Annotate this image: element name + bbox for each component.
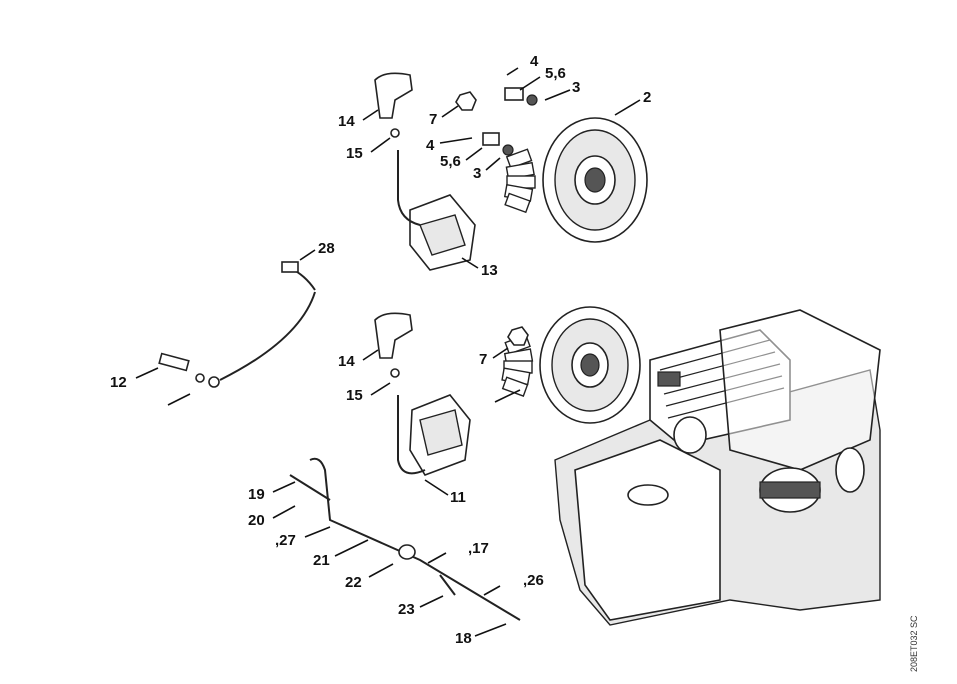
callout-5-6-upper: 5,6	[545, 65, 566, 82]
callout-20: 20	[248, 512, 265, 529]
callout-27: ,27	[275, 532, 296, 549]
flywheel-lower	[501, 306, 641, 424]
callout-23: 23	[398, 601, 415, 618]
flywheel-upper	[503, 117, 648, 243]
callout-2: 2	[643, 89, 651, 106]
callout-15-upper: 15	[346, 145, 363, 162]
callout-14-lower: 14	[338, 353, 355, 370]
callout-4-lower: 4	[426, 137, 435, 154]
callout-28: 28	[318, 240, 335, 257]
drawing-code: 208ET032 SC	[909, 615, 919, 672]
callout-18: 18	[455, 630, 472, 647]
callout-17: ,17	[468, 540, 489, 557]
leader-lines	[135, 67, 641, 637]
callout-labels: 4 5,6 3 2 7 14 15 4 5,6 3 13 28 12 14 7 …	[110, 53, 651, 647]
callout-15-lower: 15	[346, 387, 363, 404]
callout-7-upper: 7	[429, 111, 437, 128]
callout-21: 21	[313, 552, 330, 569]
ignition-module-lower	[374, 312, 471, 476]
callout-12: 12	[110, 374, 127, 391]
callout-3-upper: 3	[572, 79, 580, 96]
callout-26: ,26	[523, 572, 544, 589]
callout-5-6-lower: 5,6	[440, 153, 461, 170]
callout-4-upper: 4	[530, 53, 539, 70]
callout-13: 13	[481, 262, 498, 279]
callout-19: 19	[248, 486, 265, 503]
callout-11: 11	[450, 489, 466, 506]
callout-7-lower: 7	[479, 351, 487, 368]
engine-crankcase	[554, 309, 881, 626]
ignition-module-upper	[374, 72, 476, 271]
small-parts	[158, 87, 538, 621]
callout-14-upper: 14	[338, 113, 355, 130]
callout-3-lower: 3	[473, 165, 481, 182]
callout-22: 22	[345, 574, 362, 591]
